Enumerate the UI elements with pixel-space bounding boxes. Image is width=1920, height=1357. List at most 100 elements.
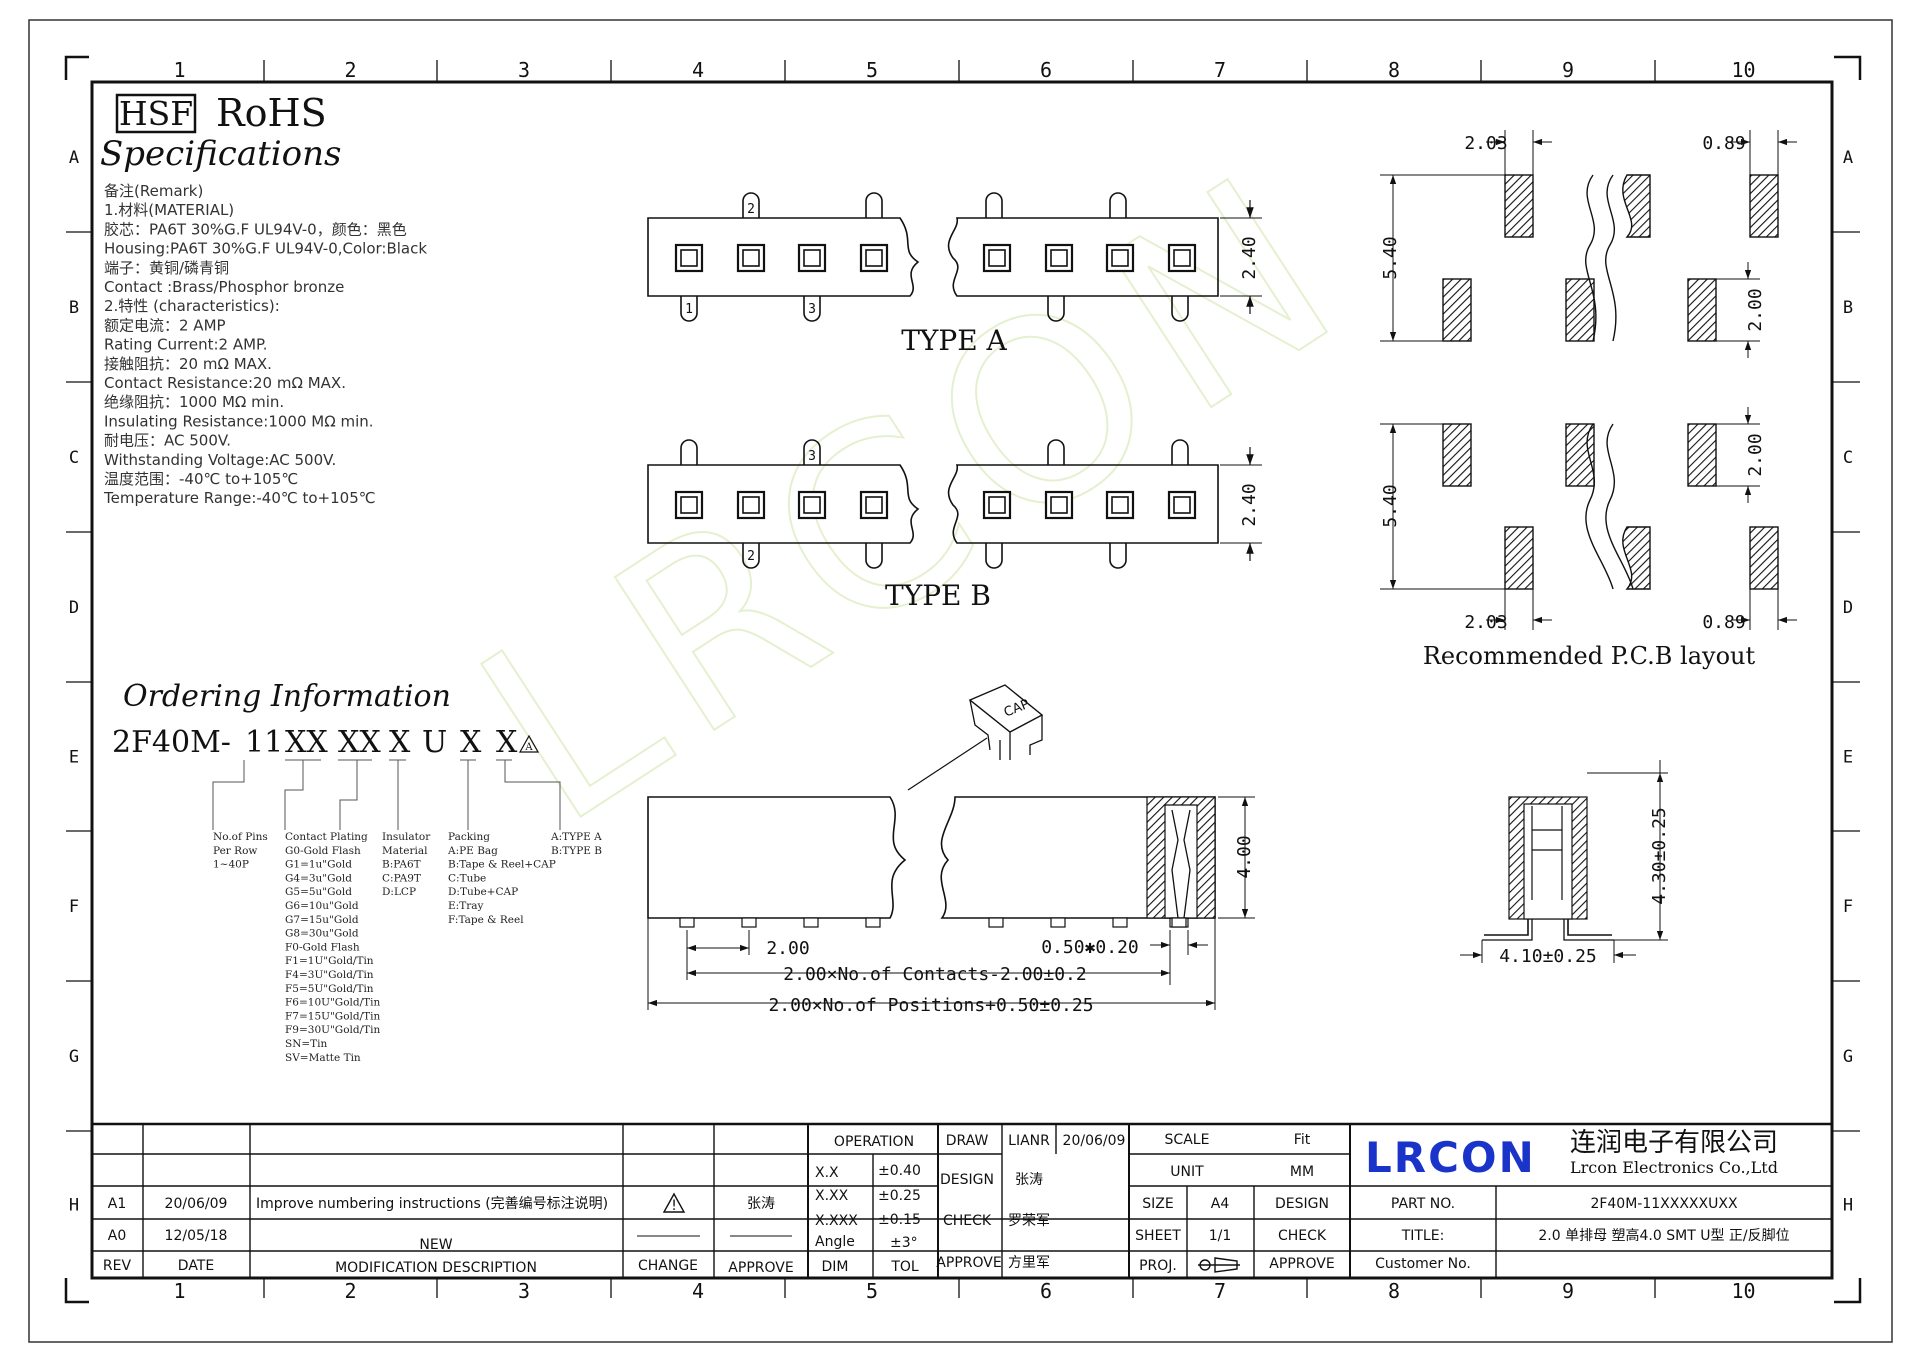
zone-col-top: 6 <box>1040 58 1052 82</box>
draw-by: LIANR <box>1008 1133 1050 1149</box>
ordering-legend-item: Material <box>382 845 428 857</box>
sheet-value: 1/1 <box>1209 1228 1232 1244</box>
type-a-view <box>647 192 1262 322</box>
tol-dim-1: X.XX <box>815 1188 849 1204</box>
ordering-legend-item: SV=Matte Tin <box>285 1052 361 1064</box>
zone-col-top: 8 <box>1388 58 1400 82</box>
title-label: TITLE: <box>1401 1228 1445 1244</box>
pcb-dim-540-bottom: 5.40 <box>1380 484 1401 527</box>
ordering-legend-item: C:PA9T <box>382 872 421 884</box>
ordering-legend-item: D:Tube+CAP <box>448 886 518 898</box>
tol-val-0: ±0.40 <box>878 1163 921 1179</box>
scale-value: Fit <box>1294 1132 1311 1148</box>
sheet-label: SHEET <box>1135 1228 1181 1244</box>
spec-line: 耐电压：AC 500V. <box>104 432 231 450</box>
ordering-legend-item: G1=1u"Gold <box>285 859 352 871</box>
zone-col-bottom: 2 <box>344 1279 356 1303</box>
spec-line: 胶芯：PA6T 30%G.F UL94V-0，颜色：黑色 <box>104 220 407 238</box>
ordering-legend-item: B:Tape & Reel+CAP <box>448 859 556 871</box>
header-desc: MODIFICATION DESCRIPTION <box>335 1260 537 1276</box>
type-a-label: TYPE A <box>901 324 1007 357</box>
hsf-label: HSF <box>119 94 193 133</box>
spec-line: 绝缘阻抗：1000 MΩ min. <box>104 393 284 411</box>
dim-430: 4.30±0.25 <box>1649 807 1670 905</box>
size-label: SIZE <box>1142 1196 1173 1212</box>
spec-line: 端子：黄铜/磷青铜 <box>104 259 229 277</box>
rohs-label: RoHS <box>216 91 327 135</box>
zone-col-bottom: 10 <box>1731 1279 1755 1303</box>
zone-col-top: 9 <box>1562 58 1574 82</box>
zone-row-left: C <box>69 448 79 468</box>
spec-line: 温度范围：-40℃ to+105℃ <box>104 470 298 488</box>
ordering-legend-item: D:LCP <box>382 886 416 898</box>
spec-line: 额定电流：2 AMP <box>104 316 226 334</box>
hsf-box <box>115 93 197 134</box>
zone-row-right: D <box>1843 598 1853 618</box>
zone-row-left: E <box>69 748 79 768</box>
ordering-legend-item: F9=30U"Gold/Tin <box>285 1024 380 1036</box>
ordering-legend-item: G0-Gold Flash <box>285 845 361 857</box>
zone-row-right: F <box>1843 897 1853 917</box>
side-view <box>647 684 1255 1010</box>
ordering-code-part: U <box>422 725 447 760</box>
dim-240-a: 2.40 <box>1239 236 1260 279</box>
spec-line: 备注(Remark) <box>104 182 203 200</box>
zone-col-bottom: 7 <box>1214 1279 1226 1303</box>
dim-positions: 2.00×No.of Positions+0.50±0.25 <box>768 995 1093 1016</box>
end-view <box>1460 760 1668 963</box>
check-label: CHECK <box>943 1213 992 1229</box>
spec-line: 接触阻抗：20 mΩ MAX. <box>104 355 272 373</box>
dim-410: 4.10±0.25 <box>1499 946 1597 967</box>
ordering-title: Ordering Information <box>123 679 451 714</box>
zone-col-top: 4 <box>692 58 704 82</box>
zone-row-left: D <box>69 598 79 618</box>
spec-line: Withstanding Voltage:AC 500V. <box>104 451 336 469</box>
design-label: DESIGN <box>940 1172 994 1188</box>
ordering-legend-item: G5=5u"Gold <box>285 886 352 898</box>
ordering-legend-item: Packing <box>448 831 490 843</box>
zone-col-bottom: 5 <box>866 1279 878 1303</box>
ordering-legend-item: E:Tray <box>448 900 483 912</box>
rev-a1: A1 <box>108 1196 126 1212</box>
inner-border <box>90 80 1834 1280</box>
zone-col-top: 7 <box>1214 58 1226 82</box>
ordering-legend-item: B:PA6T <box>382 859 421 871</box>
ordering-legend-item: Contact Plating <box>285 831 368 843</box>
company-cn: 连润电子有限公司 <box>1570 1128 1778 1158</box>
spec-line: Housing:PA6T 30%G.F UL94V-0,Color:Black <box>104 240 427 258</box>
title-block <box>92 1122 1832 1278</box>
title-value: 2.0 单排母 塑高4.0 SMT U型 正/反脚位 <box>1538 1227 1789 1244</box>
zone-row-left: A <box>69 148 79 168</box>
unit-value: MM <box>1290 1164 1314 1180</box>
pcb-dim-540-top: 5.40 <box>1380 236 1401 279</box>
dim-label: DIM <box>822 1259 849 1275</box>
zone-col-top: 1 <box>173 58 185 82</box>
date-a0: 12/05/18 <box>165 1228 228 1244</box>
tol-dim-0: X.X <box>815 1165 839 1181</box>
ordering-legend-item: F0-Gold Flash <box>285 941 360 953</box>
company-en: Lrcon Electronics Co.,Ltd <box>1570 1158 1778 1177</box>
ordering-code-part: 11 <box>245 725 283 760</box>
zone-col-bottom: 6 <box>1040 1279 1052 1303</box>
dim-contacts: 2.00×No.of Contacts-2.00±0.2 <box>783 964 1086 985</box>
desc-a0: NEW <box>419 1237 452 1253</box>
ordering-legend-item: 1~40P <box>213 859 249 871</box>
tol-val-2: ±0.15 <box>878 1212 921 1228</box>
company-logo: LRCON <box>1365 1133 1536 1182</box>
header-change: CHANGE <box>638 1258 698 1274</box>
change-mark-a1: ! <box>671 1198 677 1214</box>
ordering-legend-item: G4=3u"Gold <box>285 872 352 884</box>
ordering-code-part: 2F40M- <box>112 725 231 760</box>
check-by: 罗荣军 <box>1008 1213 1050 1229</box>
ordering-legend-item: G8=30u"Gold <box>285 928 359 940</box>
ordering-code-part: X <box>460 725 482 760</box>
pin-label-a-1: 1 <box>685 302 693 317</box>
desc-a1: Improve numbering instructions (完善编号标注说明… <box>256 1196 608 1212</box>
pcb-dim-200-bottom: 2.00 <box>1745 433 1766 476</box>
zone-col-top: 5 <box>866 58 878 82</box>
zone-row-right: G <box>1843 1047 1853 1067</box>
dim-400: 4.00 <box>1234 835 1255 878</box>
approve-label: APPROVE <box>936 1255 1001 1271</box>
